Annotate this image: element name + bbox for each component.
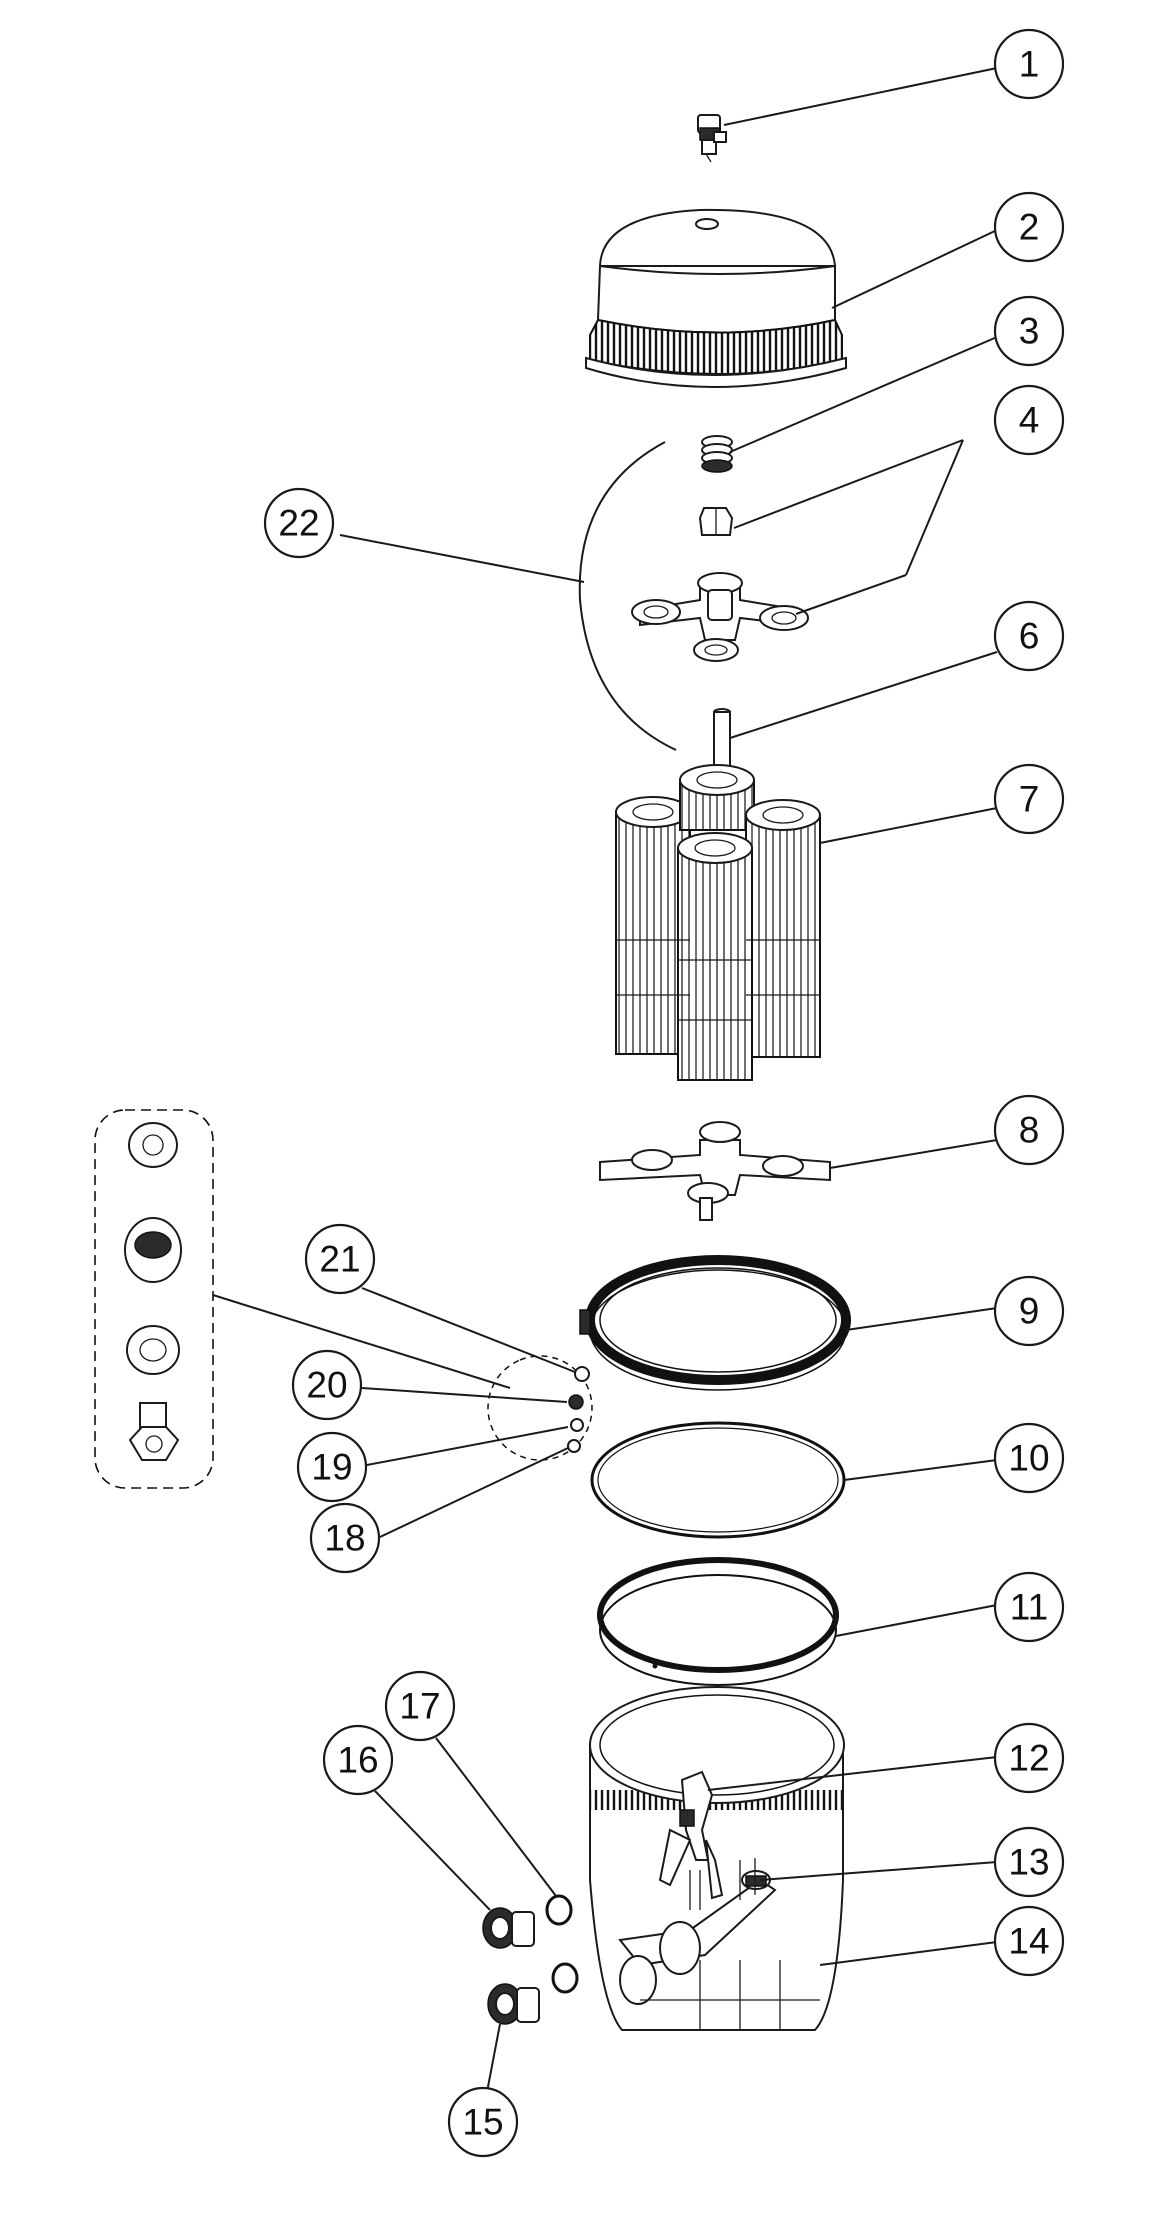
callout-15: 15 (447, 2086, 519, 2158)
leader-11 (835, 1604, 998, 1637)
tank-body-part (589, 1686, 845, 2031)
callout-21: 21 (304, 1223, 376, 1295)
callout-20: 20 (291, 1349, 363, 1421)
leader-19 (366, 1426, 569, 1466)
callout-17: 17 (384, 1670, 456, 1742)
callout-8-label: 8 (1019, 1110, 1040, 1151)
filter-lid-part (585, 208, 847, 388)
callout-18-label: 18 (324, 1518, 365, 1559)
callout-13-label: 13 (1008, 1842, 1049, 1883)
callout-2: 2 (993, 191, 1065, 263)
retaining-ring-part (597, 1557, 839, 1686)
leader-2 (831, 229, 998, 309)
callout-19-label: 19 (311, 1447, 352, 1488)
detail-panel (94, 1109, 214, 1489)
callout-6-label: 6 (1019, 616, 1040, 657)
callout-3: 3 (993, 295, 1065, 367)
callout-21-label: 21 (319, 1239, 360, 1280)
leader-lines (212, 67, 998, 2093)
callout-1-label: 1 (1019, 44, 1040, 85)
cartridge-elements-part (615, 764, 821, 1081)
callout-19: 19 (296, 1431, 368, 1503)
leader-22-arc (578, 441, 677, 751)
leader-18 (379, 1447, 569, 1538)
callout-8: 8 (993, 1094, 1065, 1166)
upper-manifold-part (631, 507, 809, 662)
leader-4b (905, 439, 964, 576)
callout-14: 14 (993, 1905, 1065, 1977)
lower-manifold-part (599, 1121, 831, 1221)
callout-13: 13 (993, 1826, 1065, 1898)
leader-22 (339, 534, 585, 583)
leader-12 (707, 1756, 998, 1791)
callout-14-label: 14 (1008, 1921, 1049, 1962)
callout-18: 18 (309, 1502, 381, 1574)
callout-15-label: 15 (462, 2102, 503, 2143)
callout-17-label: 17 (399, 1686, 440, 1727)
callout-22: 22 (263, 487, 335, 559)
leader-3 (729, 336, 998, 453)
callout-16-label: 16 (337, 1740, 378, 1781)
callout-12-label: 12 (1008, 1738, 1049, 1779)
leader-10 (843, 1459, 998, 1481)
callout-16: 16 (322, 1724, 394, 1796)
air-relief-valve-part (697, 114, 727, 163)
callout-6: 6 (993, 600, 1065, 672)
callout-11-label: 11 (1010, 1587, 1048, 1628)
callout-10: 10 (993, 1422, 1065, 1494)
leader-1 (723, 67, 998, 126)
callout-12: 12 (993, 1722, 1065, 1794)
leader-9 (845, 1307, 998, 1331)
callout-3-label: 3 (1019, 311, 1040, 352)
leader-4c (795, 574, 907, 615)
leader-8 (829, 1139, 998, 1169)
callout-9: 9 (993, 1275, 1065, 1347)
callout-9-label: 9 (1019, 1291, 1040, 1332)
leader-14 (819, 1941, 998, 1966)
leader-17 (435, 1737, 557, 1897)
callout-20-label: 20 (306, 1365, 347, 1406)
o-ring-part (590, 1421, 846, 1539)
callout-10-label: 10 (1008, 1438, 1049, 1479)
leader-13 (759, 1861, 998, 1881)
fittings-part (482, 1894, 579, 2025)
callout-2-label: 2 (1019, 207, 1040, 248)
callout-4-label: 4 (1019, 400, 1040, 441)
callout-11: 11 (993, 1571, 1065, 1643)
leader-4a (733, 439, 964, 529)
leader-6 (729, 651, 998, 739)
callout-7-label: 7 (1019, 779, 1040, 820)
leader-7 (819, 807, 998, 844)
clamp-band-part (579, 1255, 851, 1391)
leader-16 (374, 1790, 491, 1911)
gauge-assembly-part (487, 1355, 593, 1461)
callout-7: 7 (993, 763, 1065, 835)
callout-4: 4 (993, 384, 1065, 456)
callout-22-label: 22 (278, 503, 319, 544)
callout-1: 1 (993, 28, 1065, 100)
spring-part (701, 435, 733, 473)
leader-21 (361, 1287, 576, 1373)
leader-15 (486, 2023, 501, 2093)
leader-detail (212, 1294, 511, 1389)
leader-20 (361, 1387, 568, 1403)
